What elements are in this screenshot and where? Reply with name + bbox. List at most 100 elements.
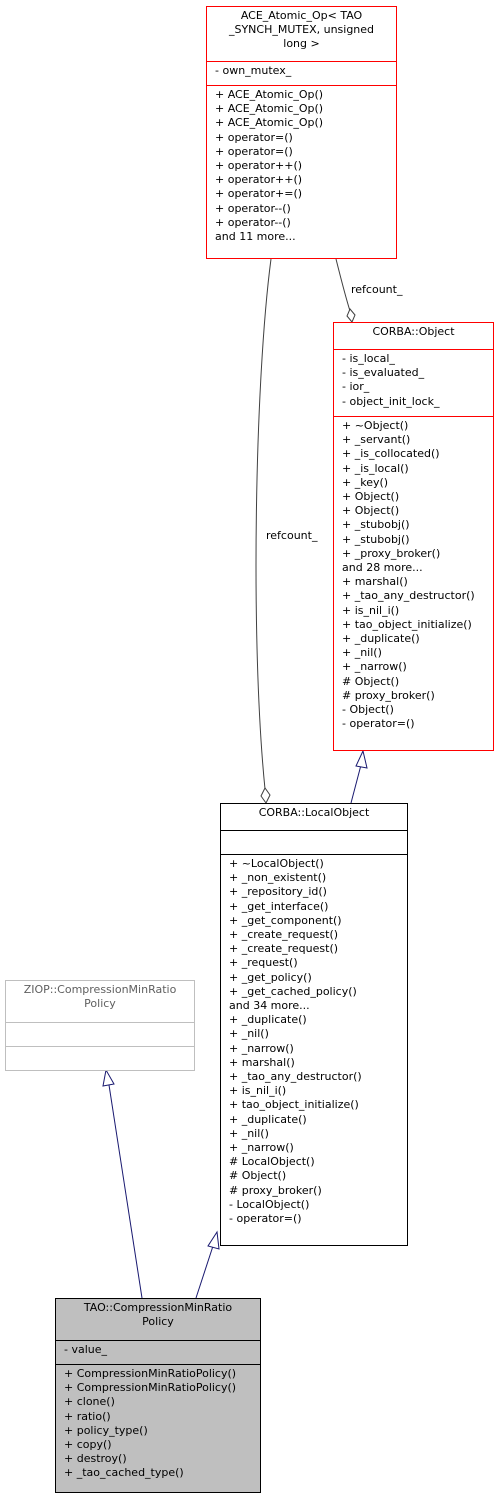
- class-title-line: CORBA::Object: [372, 325, 455, 338]
- class-title-line: CORBA::LocalObject: [258, 806, 370, 819]
- class-member[interactable]: # Object(): [229, 1169, 287, 1183]
- class-member[interactable]: + _non_existent(): [229, 871, 327, 885]
- class-member[interactable]: + CompressionMinRatioPolicy(): [64, 1381, 237, 1395]
- class-member[interactable]: - is_evaluated_: [342, 366, 425, 380]
- class-member[interactable]: + clone(): [64, 1395, 115, 1409]
- class-member[interactable]: - operator=(): [229, 1212, 302, 1226]
- class-member[interactable]: + ~LocalObject(): [229, 857, 324, 870]
- composition-edge-ace-to-object: [335, 258, 351, 312]
- class-member[interactable]: + Object(): [342, 504, 400, 518]
- class-member[interactable]: + ratio(): [64, 1409, 111, 1423]
- class-member[interactable]: and 34 more...: [229, 999, 310, 1013]
- class-member[interactable]: + _get_interface(): [229, 899, 329, 913]
- class-member[interactable]: + _narrow(): [229, 1041, 294, 1055]
- class-member[interactable]: + _tao_any_destructor(): [342, 589, 475, 603]
- class-member[interactable]: + _proxy_broker(): [342, 546, 441, 560]
- class-box-corba-localobject[interactable]: CORBA::LocalObject + ~LocalObject()+ _no…: [220, 803, 408, 1246]
- class-member[interactable]: # proxy_broker(): [342, 688, 435, 702]
- class-member[interactable]: and 28 more...: [342, 561, 423, 575]
- class-member[interactable]: - LocalObject(): [229, 1197, 310, 1211]
- class-member[interactable]: + tao_object_initialize(): [229, 1098, 359, 1112]
- class-member[interactable]: + copy(): [64, 1438, 112, 1452]
- class-member[interactable]: # LocalObject(): [229, 1155, 315, 1169]
- class-member[interactable]: + _is_local(): [342, 461, 409, 475]
- class-member[interactable]: + _duplicate(): [342, 632, 420, 646]
- class-member[interactable]: + tao_object_initialize(): [342, 617, 472, 631]
- class-member[interactable]: + marshal(): [342, 575, 408, 589]
- class-methods: [6, 1046, 194, 1051]
- class-title-line: long >: [283, 37, 320, 51]
- class-member[interactable]: # proxy_broker(): [229, 1183, 322, 1197]
- class-member[interactable]: + operator=(): [215, 130, 293, 144]
- class-member[interactable]: + _servant(): [342, 433, 411, 447]
- class-member[interactable]: + ACE_Atomic_Op(): [215, 116, 324, 130]
- class-member[interactable]: + _tao_any_destructor(): [229, 1070, 362, 1084]
- class-title-line: _SYNCH_MUTEX, unsigned: [228, 23, 375, 37]
- class-member[interactable]: + _stubobj(): [342, 532, 410, 546]
- class-member[interactable]: + is_nil_i(): [229, 1084, 287, 1098]
- class-member[interactable]: + is_nil_i(): [342, 603, 400, 617]
- inheritance-edge-tao-to-ziop: [108, 1084, 143, 1299]
- class-methods: + CompressionMinRatioPolicy()+ Compressi…: [56, 1364, 260, 1483]
- class-member[interactable]: + _nil(): [342, 646, 382, 660]
- class-member[interactable]: and 11 more...: [215, 230, 296, 244]
- class-member[interactable]: - ior_: [342, 380, 370, 394]
- hollow-triangle-icon: [207, 1230, 220, 1250]
- class-member[interactable]: + _narrow(): [342, 660, 407, 674]
- class-member[interactable]: - operator=(): [342, 717, 415, 731]
- class-member[interactable]: + operator=(): [215, 144, 293, 158]
- inheritance-edge-localobject-to-object: [350, 764, 362, 804]
- class-member[interactable]: + operator+=(): [215, 187, 303, 201]
- class-title-line: Policy: [142, 1315, 174, 1329]
- class-member[interactable]: + _repository_id(): [229, 885, 327, 899]
- class-member[interactable]: + _key(): [342, 475, 389, 489]
- class-member[interactable]: + _tao_cached_type(): [64, 1466, 184, 1480]
- class-member[interactable]: + Object(): [342, 490, 400, 504]
- class-member[interactable]: + _narrow(): [229, 1141, 294, 1155]
- class-member[interactable]: - own_mutex_: [215, 64, 292, 77]
- diamond-icon: [346, 308, 356, 323]
- class-member[interactable]: - object_init_lock_: [342, 394, 440, 408]
- class-member[interactable]: + ACE_Atomic_Op(): [215, 88, 324, 101]
- class-member[interactable]: + _duplicate(): [229, 1112, 307, 1126]
- class-attributes: - is_local_- is_evaluated_- ior_- object…: [334, 349, 493, 416]
- class-member[interactable]: + destroy(): [64, 1452, 127, 1466]
- class-title: CORBA::Object: [334, 323, 493, 349]
- class-member[interactable]: - value_: [64, 1343, 108, 1356]
- class-member[interactable]: + operator--(): [215, 215, 291, 229]
- class-member[interactable]: + _nil(): [229, 1027, 269, 1041]
- class-member[interactable]: + operator++(): [215, 159, 303, 173]
- composition-edge-ace-to-localobject: [255, 258, 272, 790]
- class-member[interactable]: # Object(): [342, 674, 400, 688]
- class-member[interactable]: + operator++(): [215, 173, 303, 187]
- class-member[interactable]: + _is_collocated(): [342, 447, 440, 461]
- class-box-corba-object[interactable]: CORBA::Object - is_local_- is_evaluated_…: [333, 322, 494, 751]
- class-title-line: Policy: [84, 997, 116, 1011]
- edge-label-refcount: refcount_: [351, 283, 403, 296]
- class-member[interactable]: + operator--(): [215, 201, 291, 215]
- class-member[interactable]: + ACE_Atomic_Op(): [215, 102, 324, 116]
- class-member[interactable]: + marshal(): [229, 1055, 295, 1069]
- class-member[interactable]: + ~Object(): [342, 419, 409, 432]
- class-member[interactable]: + CompressionMinRatioPolicy(): [64, 1367, 237, 1380]
- class-methods: + ~LocalObject()+ _non_existent()+ _repo…: [221, 854, 407, 1228]
- class-member[interactable]: + _stubobj(): [342, 518, 410, 532]
- class-box-ace-atomic-op[interactable]: ACE_Atomic_Op< TAO_SYNCH_MUTEX, unsigned…: [206, 6, 397, 259]
- class-attributes: - value_: [56, 1340, 260, 1364]
- class-member[interactable]: + _get_cached_policy(): [229, 984, 357, 998]
- class-title-line: TAO::CompressionMinRatio: [83, 1301, 233, 1314]
- class-member[interactable]: + _create_request(): [229, 928, 339, 942]
- class-member[interactable]: - Object(): [342, 703, 394, 717]
- class-member[interactable]: + policy_type(): [64, 1423, 148, 1437]
- class-member[interactable]: + _get_component(): [229, 913, 342, 927]
- class-member[interactable]: + _create_request(): [229, 942, 339, 956]
- class-member[interactable]: + _get_policy(): [229, 970, 312, 984]
- class-attributes: [221, 830, 407, 854]
- class-member[interactable]: + _request(): [229, 956, 298, 970]
- class-member[interactable]: + _duplicate(): [229, 1013, 307, 1027]
- class-member[interactable]: + _nil(): [229, 1126, 269, 1140]
- class-member[interactable]: - is_local_: [342, 352, 395, 365]
